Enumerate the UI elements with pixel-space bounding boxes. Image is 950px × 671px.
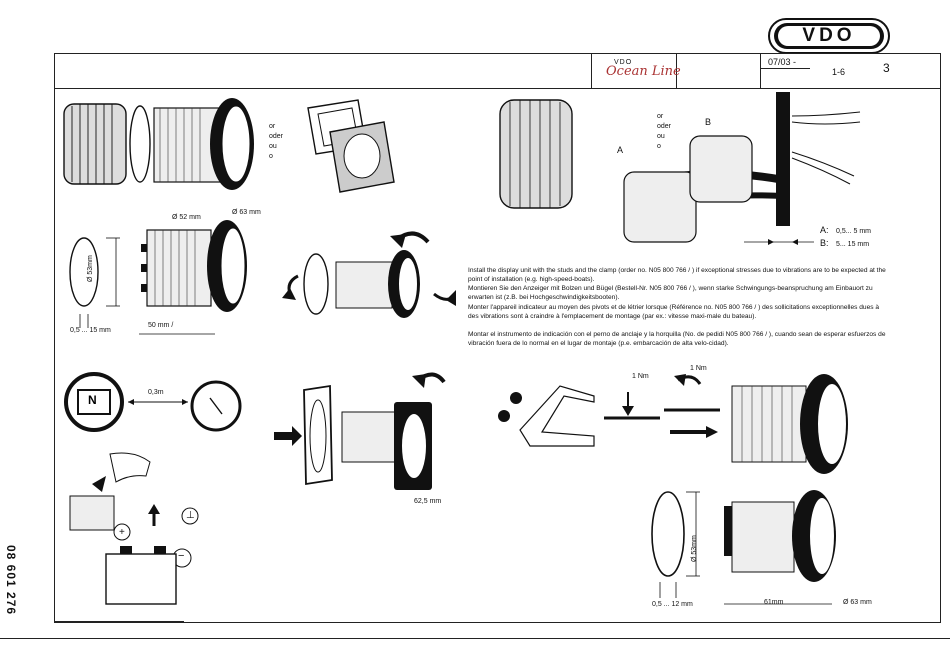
page-range: 1-6 [832, 67, 846, 77]
header-cell-divider [676, 53, 677, 88]
label-b: B [705, 117, 712, 127]
bottom-left-rule [54, 621, 184, 622]
right-or: or [657, 113, 664, 120]
bottom-dim-53mm: Ø 53mm [691, 535, 698, 562]
step1-or: or [269, 123, 276, 130]
vdo-logo: VDO [768, 18, 890, 54]
stud-clamp-illustration [498, 374, 848, 474]
oceanline-logo-top: VDO [614, 59, 633, 66]
step1-oder: oder [269, 133, 284, 140]
bottom-dim-63mm: Ø 63 mm [843, 599, 872, 606]
header-cell-divider [591, 53, 592, 88]
dim-63mm: Ø 63 mm [232, 209, 261, 216]
date-underline [760, 68, 810, 69]
frame-size: 62,5 mm [414, 498, 442, 505]
torque-b: 1 Nm [690, 365, 707, 372]
battery-minus: − [178, 550, 185, 562]
gauge-exploded-illustration [63, 98, 254, 190]
page-number: 3 [883, 61, 890, 75]
right-ou: ou [657, 133, 665, 140]
right-o: o [657, 143, 661, 150]
battery-plus: + [119, 527, 125, 538]
document-number: 08 601 276 [4, 545, 18, 616]
header-divider [54, 88, 941, 89]
step1-ou: ou [269, 143, 277, 150]
instruction-en: Install the display unit with the studs … [468, 267, 886, 283]
bezel-ring-illustration [69, 237, 120, 328]
label-a: A [617, 145, 624, 155]
compass-distance-illustration: N [64, 372, 242, 432]
legend-b-key: B: [820, 238, 829, 248]
bottom-dim-gap: 0,5 ... 12 mm [652, 601, 693, 608]
battery-wiring-illustration [69, 452, 199, 605]
step1-o: o [269, 153, 273, 160]
legend-a-value: 0,5... 5 mm [836, 228, 872, 235]
doc-date: 07/03 - [768, 57, 797, 67]
bracket-frame-illustration [274, 372, 446, 490]
instruction-fr: Monter l'appareil indicateur au moyen de… [468, 304, 880, 320]
svg-text:N: N [88, 393, 97, 407]
bottom-right-dims-illustration [651, 490, 836, 605]
legend-a-key: A: [820, 225, 829, 235]
battery-ground: ⊥ [186, 510, 195, 521]
bottom-dim-61mm: 61mm [764, 599, 784, 606]
dim-52mm: Ø 52 mm [172, 214, 201, 221]
oceanline-logo: VDO Ocean Line [600, 56, 681, 86]
dim-53mm-left: Ø 53mm [87, 255, 94, 282]
vdo-logo-text: VDO [802, 25, 856, 46]
compass-distance: 0,3m [148, 389, 164, 396]
dim-depth-50mm: 50 mm / [148, 322, 174, 329]
page-frame [54, 53, 941, 623]
torque-a: 1 Nm [632, 373, 649, 380]
oceanline-logo-script: Ocean Line [606, 64, 681, 79]
gauge-side-illustration [139, 220, 247, 335]
instruction-de: Montieren Sie den Anzeiger mit Bolzen un… [468, 285, 873, 301]
wiring-through-panel-illustration [499, 92, 861, 245]
square-frames-illustration [307, 99, 395, 193]
legend-b-value: 5... 15 mm [836, 241, 870, 248]
instruction-es: Montar el instrumento de indicación con … [468, 331, 886, 347]
right-oder: oder [657, 123, 672, 130]
vdo-logo-shape [768, 18, 890, 54]
bottom-rule [0, 638, 950, 639]
header-cell-divider [760, 53, 761, 88]
dim-gap-left: 0,5 ... 15 mm [70, 327, 111, 334]
remove-bezel-illustration [282, 231, 456, 318]
